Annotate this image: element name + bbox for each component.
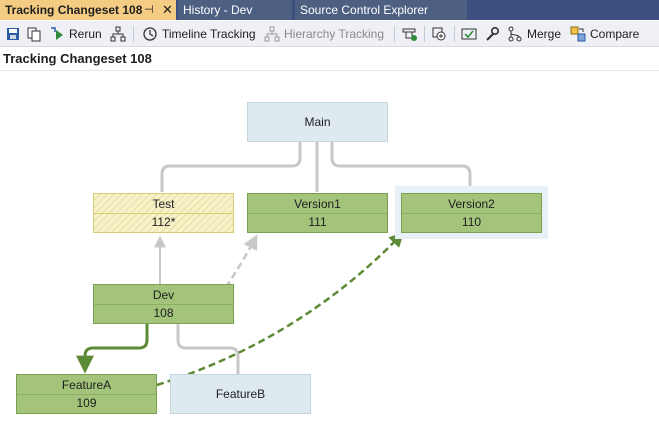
hierarchy-tracking-button[interactable]: Hierarchy Tracking <box>264 24 388 44</box>
find-changeset-icon <box>432 27 446 41</box>
timeline-tracking-button[interactable]: Timeline Tracking <box>142 24 258 44</box>
save-icon <box>7 28 19 40</box>
page-title: Tracking Changeset 108 <box>3 51 152 66</box>
toolbar-separator <box>133 26 134 42</box>
branch-name: Main <box>304 115 331 129</box>
merge-line-dev-version1 <box>199 234 258 324</box>
tab-label: Source Control Explorer <box>300 3 429 17</box>
changeset-number: 112* <box>151 215 176 229</box>
branch-main[interactable]: Main <box>247 102 388 142</box>
filter-button[interactable] <box>402 24 420 44</box>
compare-button[interactable]: Compare <box>570 24 645 44</box>
wrench-icon <box>486 26 500 41</box>
hierarchy-view-button[interactable] <box>110 24 128 44</box>
branch-name: Test <box>152 197 175 211</box>
compare-label: Compare <box>590 27 640 41</box>
rerun-button[interactable]: Rerun <box>49 24 105 44</box>
close-icon[interactable]: ✕ <box>162 2 173 17</box>
branch-name: Version2 <box>448 197 495 211</box>
branch-version1[interactable]: Version1 111 <box>247 193 388 233</box>
tab-label: Tracking Changeset 108 <box>5 3 143 17</box>
toolbar: Rerun Timeline Tracking Hierarchy Tracki… <box>0 21 659 47</box>
changeset-number: 110 <box>461 215 482 229</box>
tab-tracking-changeset[interactable]: Tracking Changeset 108 ⊣ ✕ <box>0 0 176 20</box>
compare-icon <box>570 26 586 42</box>
tab-source-control-explorer[interactable]: Source Control Explorer <box>295 0 467 20</box>
branch-dev[interactable]: Dev 108 <box>93 284 234 324</box>
merge-line-dev-featurea <box>76 324 149 374</box>
merge-icon <box>508 26 522 42</box>
hierarchy-line-main-version2 <box>330 142 472 192</box>
merge-label: Merge <box>527 27 562 41</box>
node-divider <box>248 213 387 214</box>
filter-icon <box>402 28 417 41</box>
changeset-number: 109 <box>76 396 97 410</box>
branch-featurea[interactable]: FeatureA 109 <box>16 374 157 414</box>
changeset-number: 108 <box>153 306 174 320</box>
save-button[interactable] <box>5 24 23 44</box>
rerun-label: Rerun <box>69 27 102 41</box>
pin-icon[interactable]: ⊣ <box>144 4 154 16</box>
timeline-icon <box>143 27 157 41</box>
changeset-number: 111 <box>308 215 327 229</box>
branch-name: Version1 <box>294 197 341 211</box>
node-divider <box>94 213 233 214</box>
merge-button[interactable]: Merge <box>507 24 563 44</box>
wrench-button[interactable] <box>484 24 502 44</box>
toolbar-separator <box>394 26 395 42</box>
rerun-icon <box>51 27 63 40</box>
branch-version2[interactable]: Version2 110 <box>401 193 542 233</box>
check-button[interactable] <box>461 24 479 44</box>
branch-name: FeatureB <box>215 387 266 401</box>
timeline-tracking-label: Timeline Tracking <box>162 27 256 41</box>
tab-label: History - Dev <box>183 3 253 17</box>
hierarchy-line-main-test <box>160 142 302 192</box>
copy-button[interactable] <box>26 24 44 44</box>
branch-name: Dev <box>152 288 175 302</box>
toolbar-separator <box>454 26 455 42</box>
check-icon <box>461 28 477 40</box>
node-divider <box>94 304 233 305</box>
hierarchy-line-dev-featureb <box>176 324 240 374</box>
find-changeset-button[interactable] <box>431 24 449 44</box>
document-tab-strip: Tracking Changeset 108 ⊣ ✕ History - Dev… <box>0 0 659 20</box>
branch-name: FeatureA <box>61 378 112 392</box>
hierarchy-view-icon <box>110 26 126 42</box>
toolbar-separator <box>424 26 425 42</box>
tab-history-dev[interactable]: History - Dev <box>178 0 292 20</box>
branch-test[interactable]: Test 112* <box>93 193 234 233</box>
node-divider <box>17 394 156 395</box>
hierarchy-tracking-icon <box>264 26 280 42</box>
copy-icon <box>27 27 41 42</box>
hierarchy-tracking-label: Hierarchy Tracking <box>284 27 385 41</box>
merge-line-featurea-version2 <box>156 231 405 387</box>
branch-featureb[interactable]: FeatureB <box>170 374 311 414</box>
node-divider <box>402 213 541 214</box>
title-divider <box>0 70 659 71</box>
